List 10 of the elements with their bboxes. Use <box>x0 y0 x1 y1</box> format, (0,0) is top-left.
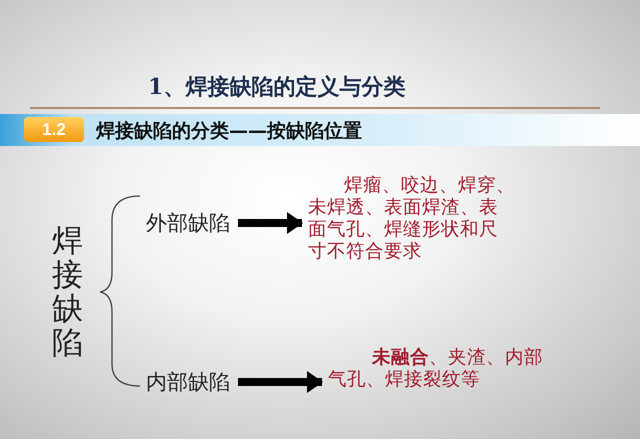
description-text: 焊瘤、咬边、焊穿、未焊透、表面焊渣、表面气孔、焊缝形状和尺寸不符合要求 <box>308 175 516 263</box>
section-number: 1.2 <box>24 117 84 142</box>
category-label: 外部缺陷 <box>146 209 230 237</box>
arrow <box>238 371 323 393</box>
category-heading: 焊接缺陷 <box>52 224 86 360</box>
category-label: 内部缺陷 <box>146 368 230 396</box>
description-text: 未融合、夹渣、内部气孔、焊接裂纹等 <box>328 347 548 391</box>
section-heading: 焊接缺陷的分类——按缺陷位置 <box>96 119 362 144</box>
slide-title: 1、焊接缺陷的定义与分类 <box>148 73 406 102</box>
arrow <box>238 212 303 234</box>
